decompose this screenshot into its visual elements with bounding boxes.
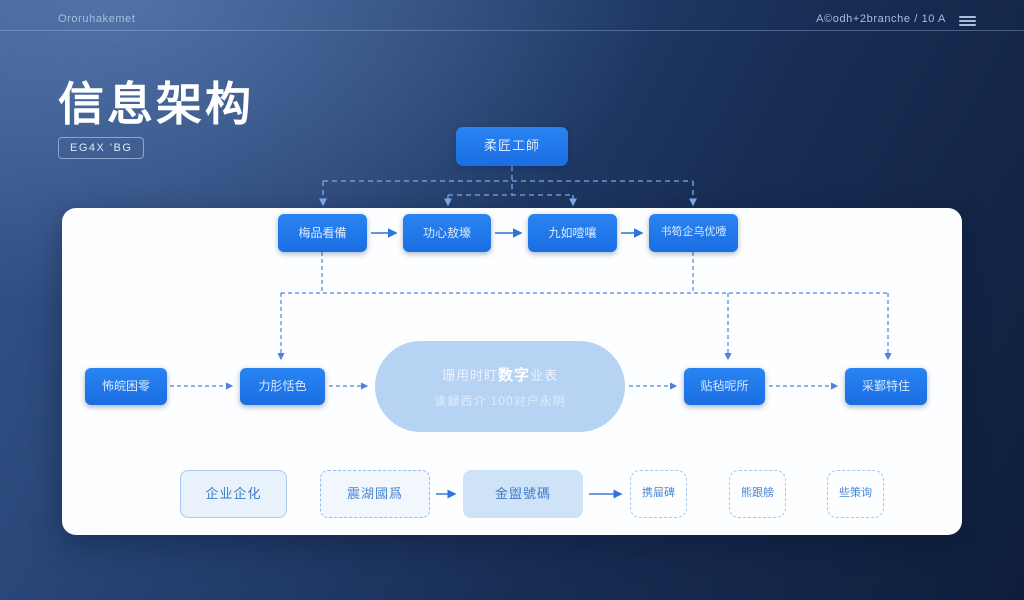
header-left-text: Ororuhakemet <box>58 13 136 25</box>
diagram-node-bottom-1: 企业企化 <box>180 470 287 518</box>
diagram-node-bottom-2: 震湖國爲 <box>320 470 430 518</box>
diagram-node-mid-right-1: 贴毡呢所 <box>684 368 765 405</box>
diagram-node-row2-3: 九如噎嚷 <box>528 214 617 252</box>
pill-line2: 诶觮西介 100对户永眀 <box>434 394 566 408</box>
diagram-node-bottom-5: 熊跟艕 <box>729 470 786 518</box>
diagram-node-row2-2: 功心敖壕 <box>403 214 491 252</box>
diagram-node-mid-left-2: 力肜恬色 <box>240 368 325 405</box>
page-title: 信息架构 <box>58 78 254 130</box>
header-divider <box>0 30 1024 31</box>
diagram-node-root: 柔匠工師 <box>456 127 568 166</box>
diagram-node-row2-4: 书笱企乌优噎 <box>649 214 738 252</box>
diagram-node-mid-right-2: 采鄞特住 <box>845 368 927 405</box>
pill-line1: 珊用时盯数字业表 <box>441 367 559 384</box>
diagram-node-bottom-4: 携屇碑 <box>630 470 687 518</box>
diagram-node-row2-1: 梅品看備 <box>278 214 367 252</box>
title-badge: EG4X 'BG <box>58 137 145 159</box>
pill-line1-emphasis: 数字 <box>497 367 530 384</box>
header-right-text: A©odh+2branche / 10 A <box>816 13 946 25</box>
diagram-node-mid-left-1: 怖皖困零 <box>85 368 167 405</box>
hamburger-menu-icon[interactable] <box>959 16 976 27</box>
diagram-node-bottom-6: 些策询 <box>827 470 884 518</box>
diagram-node-bottom-3: 金盥號碼 <box>463 470 583 518</box>
diagram-node-center-pill: 珊用时盯数字业表 诶觮西介 100对户永眀 <box>375 341 625 432</box>
